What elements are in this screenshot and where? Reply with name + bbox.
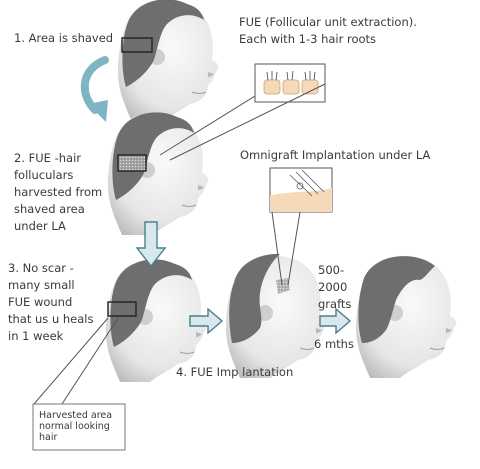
wound-area-box bbox=[107, 301, 137, 317]
duration-label: 6 mths bbox=[314, 337, 354, 351]
omnigraft-label: Omnigraft Implantation under LA bbox=[240, 148, 431, 162]
omnigraft-callout-line-a bbox=[271, 211, 283, 286]
step-1-label: 1. Area is shaved bbox=[14, 31, 114, 45]
right-arrow-1 bbox=[189, 307, 224, 335]
graft-count-label: 500- 2000 grafts bbox=[318, 263, 352, 311]
right-arrow-2 bbox=[319, 307, 352, 335]
graft-callout-line-a bbox=[159, 95, 256, 156]
graft-callout-line-b bbox=[169, 83, 326, 161]
head-step-3 bbox=[105, 259, 207, 383]
head-step-4 bbox=[225, 253, 327, 379]
note-callout-line-a bbox=[33, 317, 109, 405]
step-2-label: 2. FUE -hair folluculars harvested from … bbox=[14, 151, 103, 233]
harvested-note-box bbox=[32, 403, 126, 451]
curved-arrow bbox=[80, 56, 109, 122]
head-step-2 bbox=[107, 112, 209, 236]
step-3-label: 3. No scar - many small FUE wound that u… bbox=[8, 261, 94, 343]
harvested-note-label: Harvested area normal looking hair bbox=[39, 410, 113, 443]
graft-inset bbox=[254, 63, 326, 103]
note-callout-line-b bbox=[61, 317, 119, 405]
head-step-1 bbox=[117, 0, 219, 123]
implant-area bbox=[276, 278, 290, 294]
shaved-area-box bbox=[121, 37, 153, 53]
down-arrow bbox=[135, 221, 167, 268]
fue-definition-label: FUE (Follicular unit extraction). Each w… bbox=[239, 15, 417, 46]
omnigraft-callout-line-b bbox=[287, 211, 301, 286]
harvest-area-box bbox=[117, 154, 147, 172]
omnigraft-inset bbox=[269, 167, 333, 213]
head-result bbox=[355, 255, 457, 379]
step-4-label: 4. FUE Imp lantation bbox=[176, 365, 294, 379]
